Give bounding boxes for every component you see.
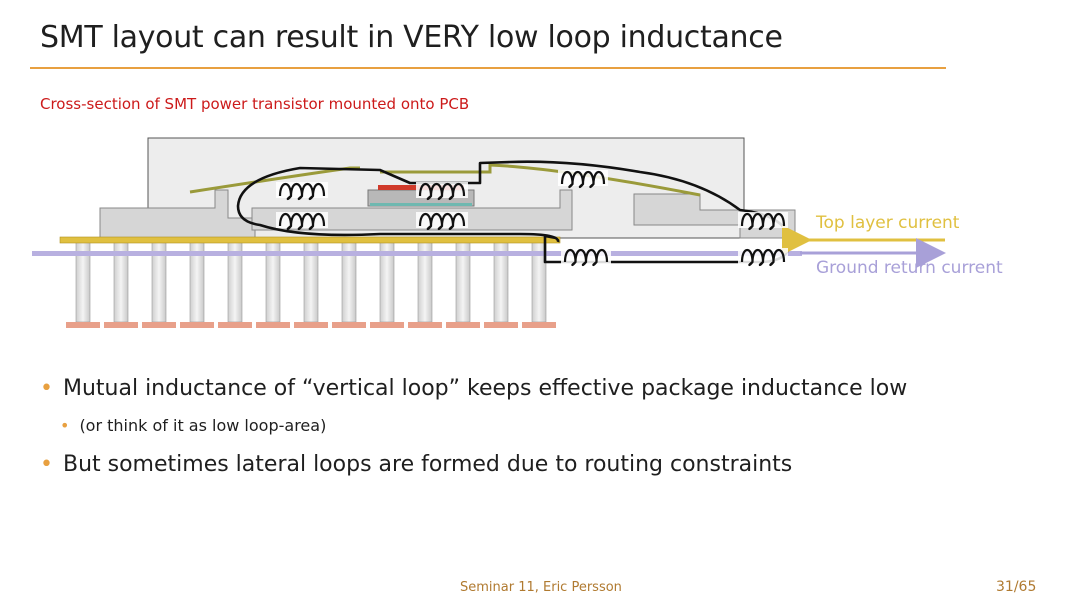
ground-plane	[32, 251, 802, 256]
inductor-coil-icon	[416, 212, 468, 231]
top-layer-copper	[59, 236, 561, 244]
inductor-coil-icon	[738, 248, 788, 267]
via-bottom-pad	[332, 322, 366, 328]
bullet-dot: •	[40, 452, 53, 477]
bullet-item-1: •Mutual inductance of “vertical loop” ke…	[40, 376, 908, 401]
lead-frame-center	[251, 189, 573, 231]
page-number: 31/65	[996, 579, 1037, 595]
via-bottom-pad	[142, 322, 176, 328]
via-bottom-pad	[522, 322, 556, 328]
inductor-coil-icon	[416, 182, 468, 201]
via-bottom-pad	[484, 322, 518, 328]
parasitic-inductors	[276, 170, 788, 267]
inductor-coil-icon	[561, 248, 611, 267]
footer-text: Seminar 11, Eric Persson	[460, 580, 622, 595]
bullet-dot: •	[60, 416, 70, 435]
bullet-sub-item: •(or think of it as low loop-area)	[60, 416, 327, 435]
via-bottom-pad	[218, 322, 252, 328]
via-bottom-pad	[370, 322, 404, 328]
pcb-vias	[66, 239, 556, 328]
diagram-caption: Cross-section of SMT power transistor mo…	[40, 95, 470, 113]
bullet-dot: •	[40, 376, 53, 401]
inductor-coil-icon	[558, 170, 608, 189]
inductor-coil-icon	[276, 212, 328, 231]
inductor-coil-icon	[276, 182, 328, 201]
top-layer-current-label: Top layer current	[816, 213, 960, 233]
via-bottom-pad	[294, 322, 328, 328]
via-bottom-pad	[256, 322, 290, 328]
via-bottom-pad	[408, 322, 442, 328]
via-bottom-pad	[180, 322, 214, 328]
inductor-coil-icon	[738, 212, 788, 231]
via-bottom-pad	[104, 322, 138, 328]
ground-return-label: Ground return current	[816, 258, 1003, 278]
die-attach-layer	[370, 203, 472, 206]
slide-title: SMT layout can result in VERY low loop i…	[40, 20, 783, 55]
via-bottom-pad	[66, 322, 100, 328]
title-divider	[30, 67, 946, 69]
bullet-item-2: •But sometimes lateral loops are formed …	[40, 452, 793, 477]
via-bottom-pad	[446, 322, 480, 328]
